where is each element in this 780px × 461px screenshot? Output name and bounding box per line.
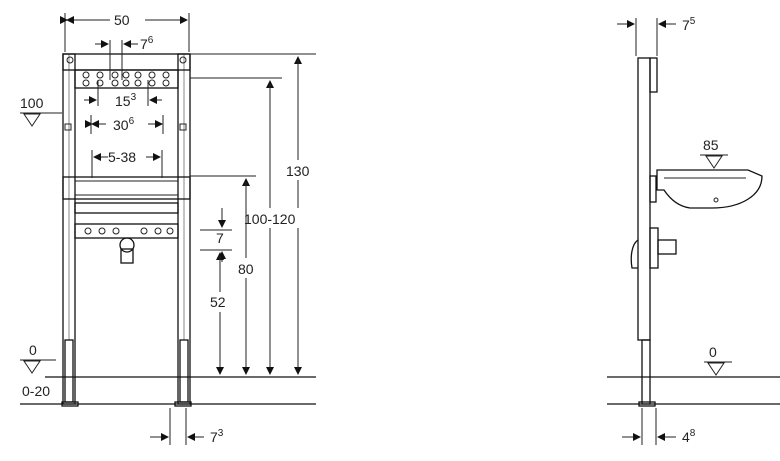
dim-range-label: 5-38 — [108, 149, 136, 165]
dim-height-80-label: 80 — [238, 261, 254, 277]
side-frame — [630, 57, 677, 407]
dim-spacing-30-label: 306 — [113, 116, 135, 133]
washbasin — [656, 169, 763, 209]
dim-7-label: 7 — [216, 230, 224, 246]
side-floor-level-label: 0 — [709, 344, 717, 360]
dim-width-label: 50 — [114, 12, 130, 28]
level-100-label: 100 — [20, 95, 44, 111]
dim-foot-offset-label: 73 — [210, 428, 224, 445]
dim-offset-top-label: 76 — [140, 35, 154, 52]
dim-height-52-label: 52 — [210, 294, 226, 310]
lower-plate-holes — [84, 227, 174, 235]
basin-height-marker-icon — [705, 155, 723, 169]
dim-height-130-label: 130 — [286, 163, 310, 179]
upper-plate-holes — [82, 71, 170, 87]
level-marker-100-icon — [23, 113, 41, 127]
dim-depth-top-label: 75 — [682, 16, 696, 33]
dim-foot-depth-label: 48 — [682, 428, 696, 445]
side-floor-marker-icon — [707, 362, 725, 376]
dim-range-100-120-label: 100-120 — [244, 211, 296, 227]
basin-height-label: 85 — [703, 137, 719, 153]
floor-level-marker-icon — [23, 360, 41, 374]
dim-spacing-15-label: 153 — [115, 92, 137, 109]
floor-range-label: 0-20 — [22, 383, 50, 399]
floor-level-label: 0 — [29, 342, 37, 358]
